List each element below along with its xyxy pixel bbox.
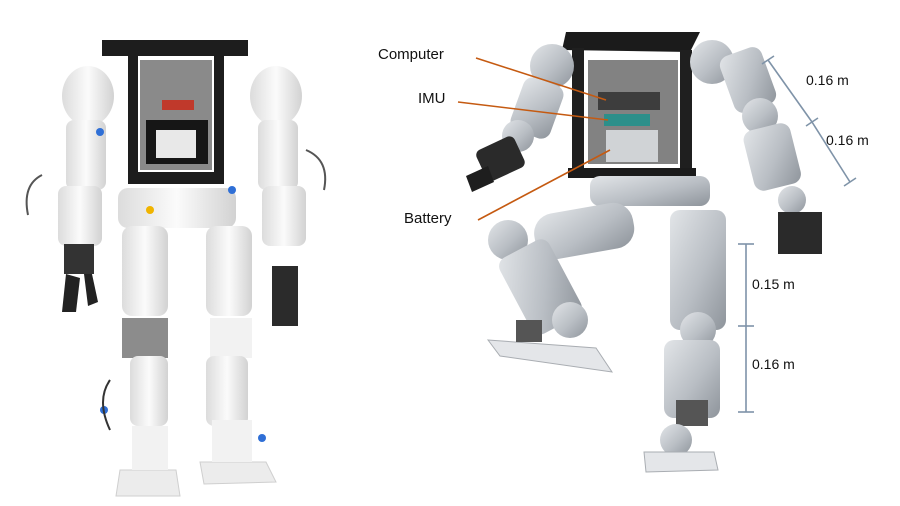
thigh-dimension-label: 0.15 m bbox=[752, 276, 795, 292]
cad-battery-box bbox=[606, 130, 658, 162]
physical-left-leg bbox=[115, 226, 181, 497]
dimension-lines bbox=[738, 55, 857, 413]
forearm-dimension-line bbox=[811, 121, 857, 187]
cad-right-leg bbox=[643, 210, 726, 473]
cad-hip bbox=[590, 176, 710, 206]
physical-right-leg bbox=[199, 226, 277, 485]
physical-left-arm bbox=[25, 66, 114, 312]
physical-right-arm bbox=[250, 66, 327, 326]
battery-leader-line bbox=[477, 149, 611, 221]
cad-left-arm bbox=[466, 44, 574, 192]
battery-label: Battery bbox=[404, 210, 452, 227]
cad-left-leg bbox=[486, 202, 635, 373]
computer-label: Computer bbox=[378, 46, 444, 63]
cad-imu-box bbox=[604, 114, 650, 126]
leader-lines bbox=[457, 57, 611, 221]
shank-dimension-label: 0.16 m bbox=[752, 356, 795, 372]
physical-cabling bbox=[96, 128, 266, 442]
computer-leader-line bbox=[475, 57, 607, 101]
shank-dimension-line bbox=[738, 326, 754, 413]
forearm-dimension-label: 0.16 m bbox=[826, 132, 869, 148]
cad-computer-box bbox=[598, 92, 660, 110]
cad-torso-frame bbox=[562, 32, 700, 178]
imu-leader-line bbox=[457, 101, 609, 121]
upper-arm-dimension-label: 0.16 m bbox=[806, 72, 849, 88]
physical-torso-frame bbox=[102, 40, 248, 184]
imu-label: IMU bbox=[418, 90, 446, 107]
physical-hip bbox=[118, 188, 236, 228]
